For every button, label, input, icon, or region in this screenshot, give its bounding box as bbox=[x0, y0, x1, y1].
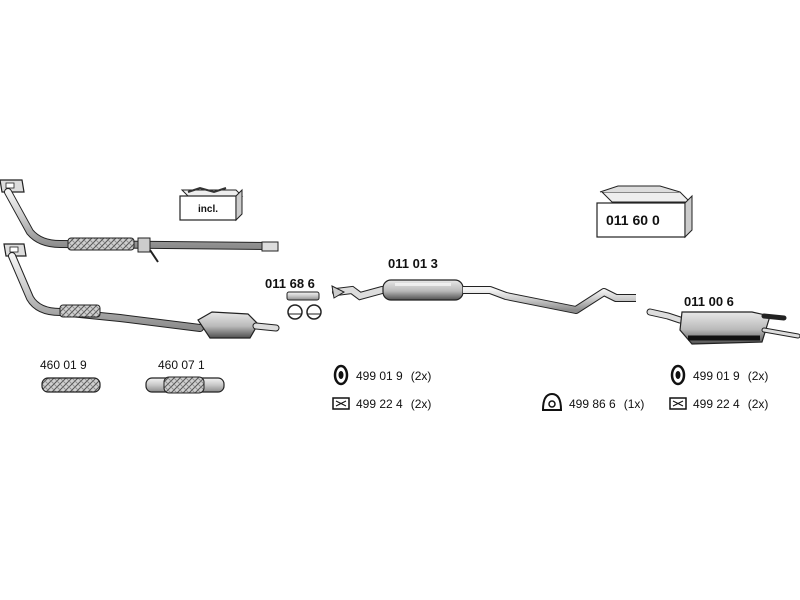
accessory-qty: (2x) bbox=[410, 397, 432, 411]
kit-part-number: 011 60 0 bbox=[606, 212, 660, 228]
gasket-icon bbox=[541, 392, 563, 411]
accessory-item: 499 01 9 (2x) bbox=[356, 369, 431, 383]
accessory-item: 499 22 4 (2x) bbox=[356, 397, 431, 411]
clamp-part-number: 011 68 6 bbox=[265, 276, 315, 291]
accessory-number: 499 86 6 bbox=[569, 397, 616, 411]
flex-pipe-2-part-number: 460 07 1 bbox=[158, 358, 205, 372]
rubber-ring-icon bbox=[333, 364, 349, 386]
accessory-number: 499 22 4 bbox=[693, 397, 740, 411]
mounting-bracket-icon bbox=[669, 397, 687, 410]
centre-silencer-assembly[interactable] bbox=[331, 279, 636, 314]
accessory-number: 499 22 4 bbox=[356, 397, 403, 411]
centre-silencer-part-number: 011 01 3 bbox=[388, 256, 438, 271]
accessory-number: 499 01 9 bbox=[356, 369, 403, 383]
rubber-ring-icon bbox=[670, 364, 686, 386]
flex-pipe-1-part-number: 460 01 9 bbox=[40, 358, 87, 372]
mounting-bracket-icon bbox=[332, 397, 350, 410]
flex-pipe-460-07-1[interactable] bbox=[145, 376, 225, 394]
accessory-item: 499 22 4 (2x) bbox=[693, 397, 768, 411]
clamp-parts[interactable] bbox=[286, 291, 322, 320]
front-pipe-upper[interactable] bbox=[0, 179, 279, 263]
flex-pipe-460-01-9[interactable] bbox=[41, 377, 101, 393]
front-pipe-with-catalyst[interactable] bbox=[3, 243, 280, 339]
accessory-item: 499 86 6 (1x) bbox=[569, 397, 644, 411]
accessory-qty: (1x) bbox=[623, 397, 645, 411]
complete-kit-box bbox=[596, 185, 693, 239]
incl-label: incl. bbox=[198, 204, 219, 215]
accessory-qty: (2x) bbox=[747, 369, 769, 383]
accessory-item: 499 01 9 (2x) bbox=[693, 369, 768, 383]
included-parts-box bbox=[179, 186, 244, 222]
accessory-qty: (2x) bbox=[747, 397, 769, 411]
rear-silencer-assembly[interactable] bbox=[646, 308, 800, 345]
accessory-qty: (2x) bbox=[410, 369, 432, 383]
rear-silencer-part-number: 011 00 6 bbox=[684, 294, 734, 309]
accessory-number: 499 01 9 bbox=[693, 369, 740, 383]
